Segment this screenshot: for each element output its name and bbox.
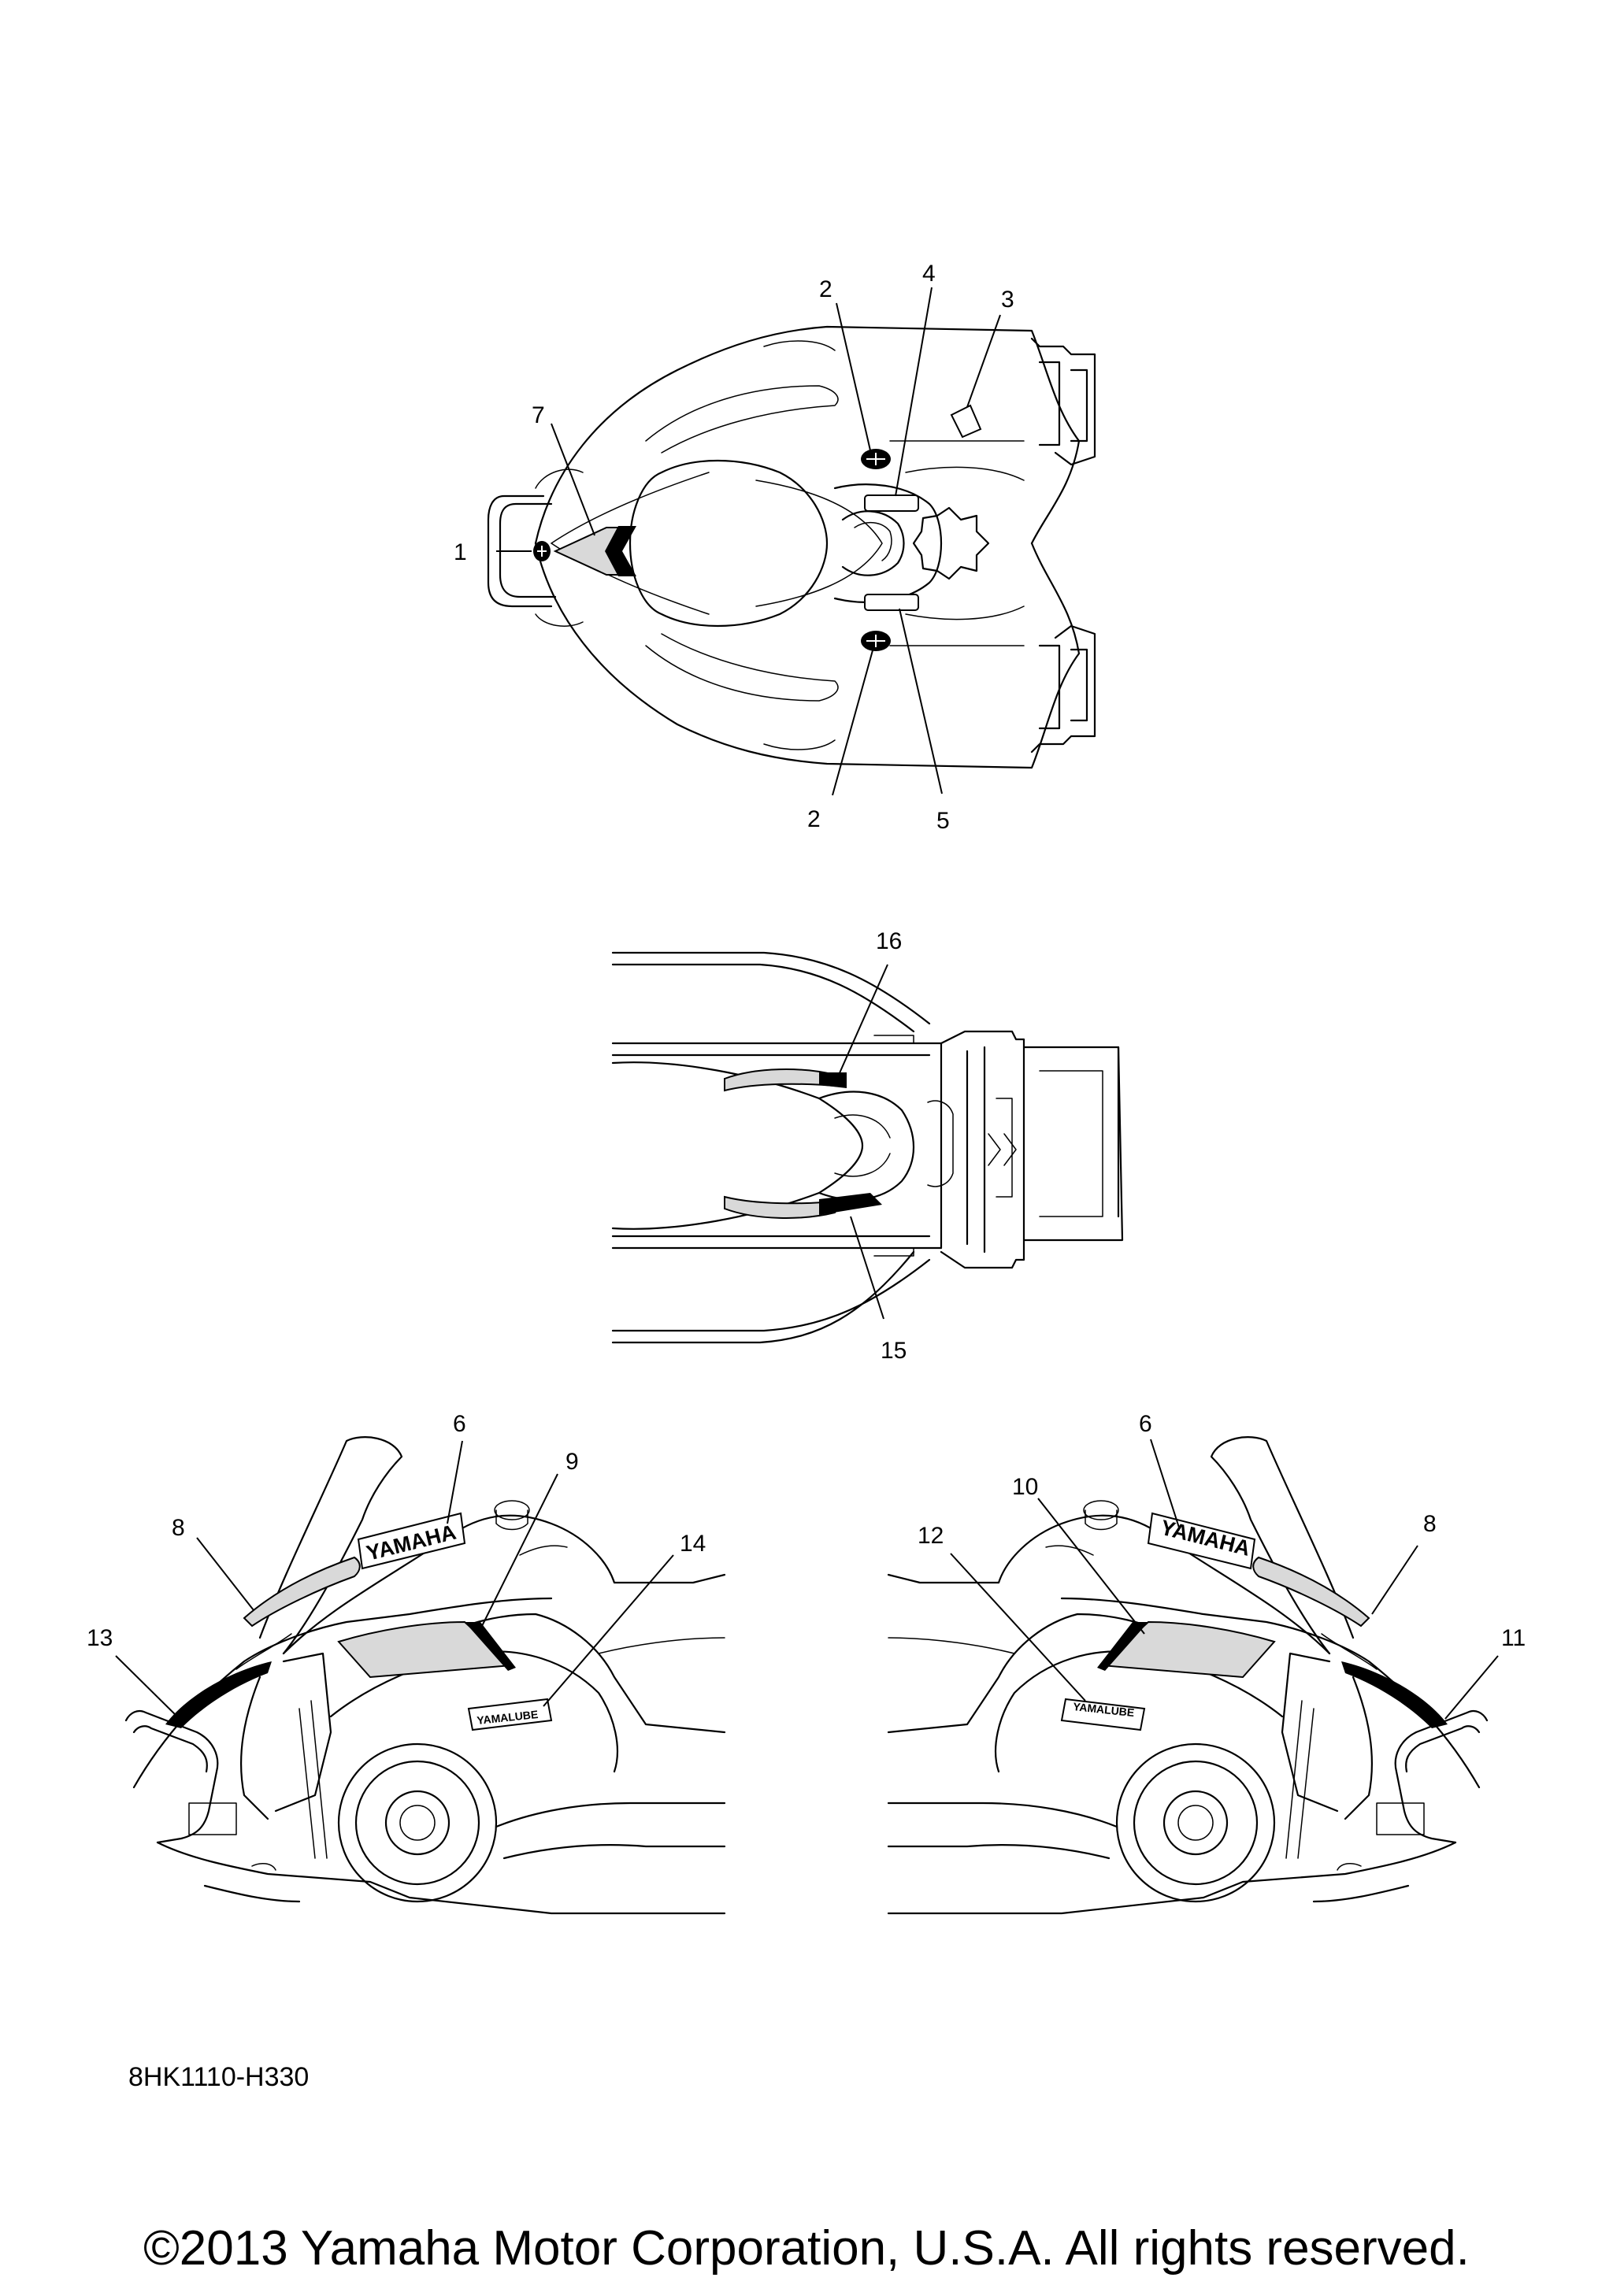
part-code-label: 8HK1110-H330	[128, 2062, 310, 2092]
left-side-view: YAMAHA YAMALUBE 6 9 8 13 14	[87, 1411, 726, 1915]
callout-2-upper: 2	[819, 276, 832, 302]
callout-15: 15	[881, 1338, 907, 1364]
decal-8-hood-strip-right	[1252, 1556, 1370, 1628]
seat-view: 16 15	[611, 928, 1124, 1364]
decal-2-emblem-lower	[861, 631, 891, 651]
decal-11-front-strip-left	[165, 1661, 272, 1728]
decal-15-seat-lower	[724, 1193, 882, 1219]
callout-2-lower: 2	[807, 806, 821, 832]
right-side-view: YAMAHA YAMALUBE 6 10 12 8 11	[887, 1411, 1526, 1915]
decal-1-nose-emblem	[533, 541, 551, 561]
top-view-snowmobile: 1 2 2 3 4 5 7	[454, 261, 1096, 834]
callout-6-left: 6	[453, 1411, 466, 1437]
decal-3-label	[950, 404, 982, 439]
decal-16-seat-upper	[724, 1068, 847, 1092]
callout-3: 3	[1001, 287, 1014, 313]
callout-5: 5	[936, 808, 950, 834]
decal-14-yamalube-right: YAMALUBE	[1060, 1698, 1146, 1731]
decal-8-hood-strip-left	[243, 1556, 361, 1628]
decal-5-label	[864, 594, 919, 611]
decal-12-front-strip-right	[1341, 1661, 1448, 1728]
callout-10: 10	[1012, 1474, 1038, 1500]
decal-2-emblem-upper	[861, 449, 891, 469]
callout-7: 7	[532, 402, 545, 428]
callout-4: 4	[922, 261, 936, 287]
callout-11: 13	[87, 1625, 113, 1651]
callout-9: 9	[565, 1449, 579, 1475]
callout-8-right: 8	[1423, 1511, 1437, 1537]
callout-8-left: 8	[172, 1515, 185, 1541]
decal-4-label	[864, 494, 919, 512]
decal-7-hood-chevron	[553, 526, 636, 576]
callout-14: 12	[918, 1523, 944, 1549]
callout-6-right: 6	[1139, 1411, 1152, 1437]
decal-13-yamalube-left: YAMALUBE	[467, 1698, 553, 1731]
callout-12: 11	[1501, 1625, 1526, 1651]
callout-1: 1	[454, 539, 467, 565]
copyright-notice: ©2013 Yamaha Motor Corporation, U.S.A. A…	[143, 2221, 1470, 2276]
callout-13: 14	[680, 1531, 706, 1557]
callout-16: 16	[876, 928, 902, 954]
